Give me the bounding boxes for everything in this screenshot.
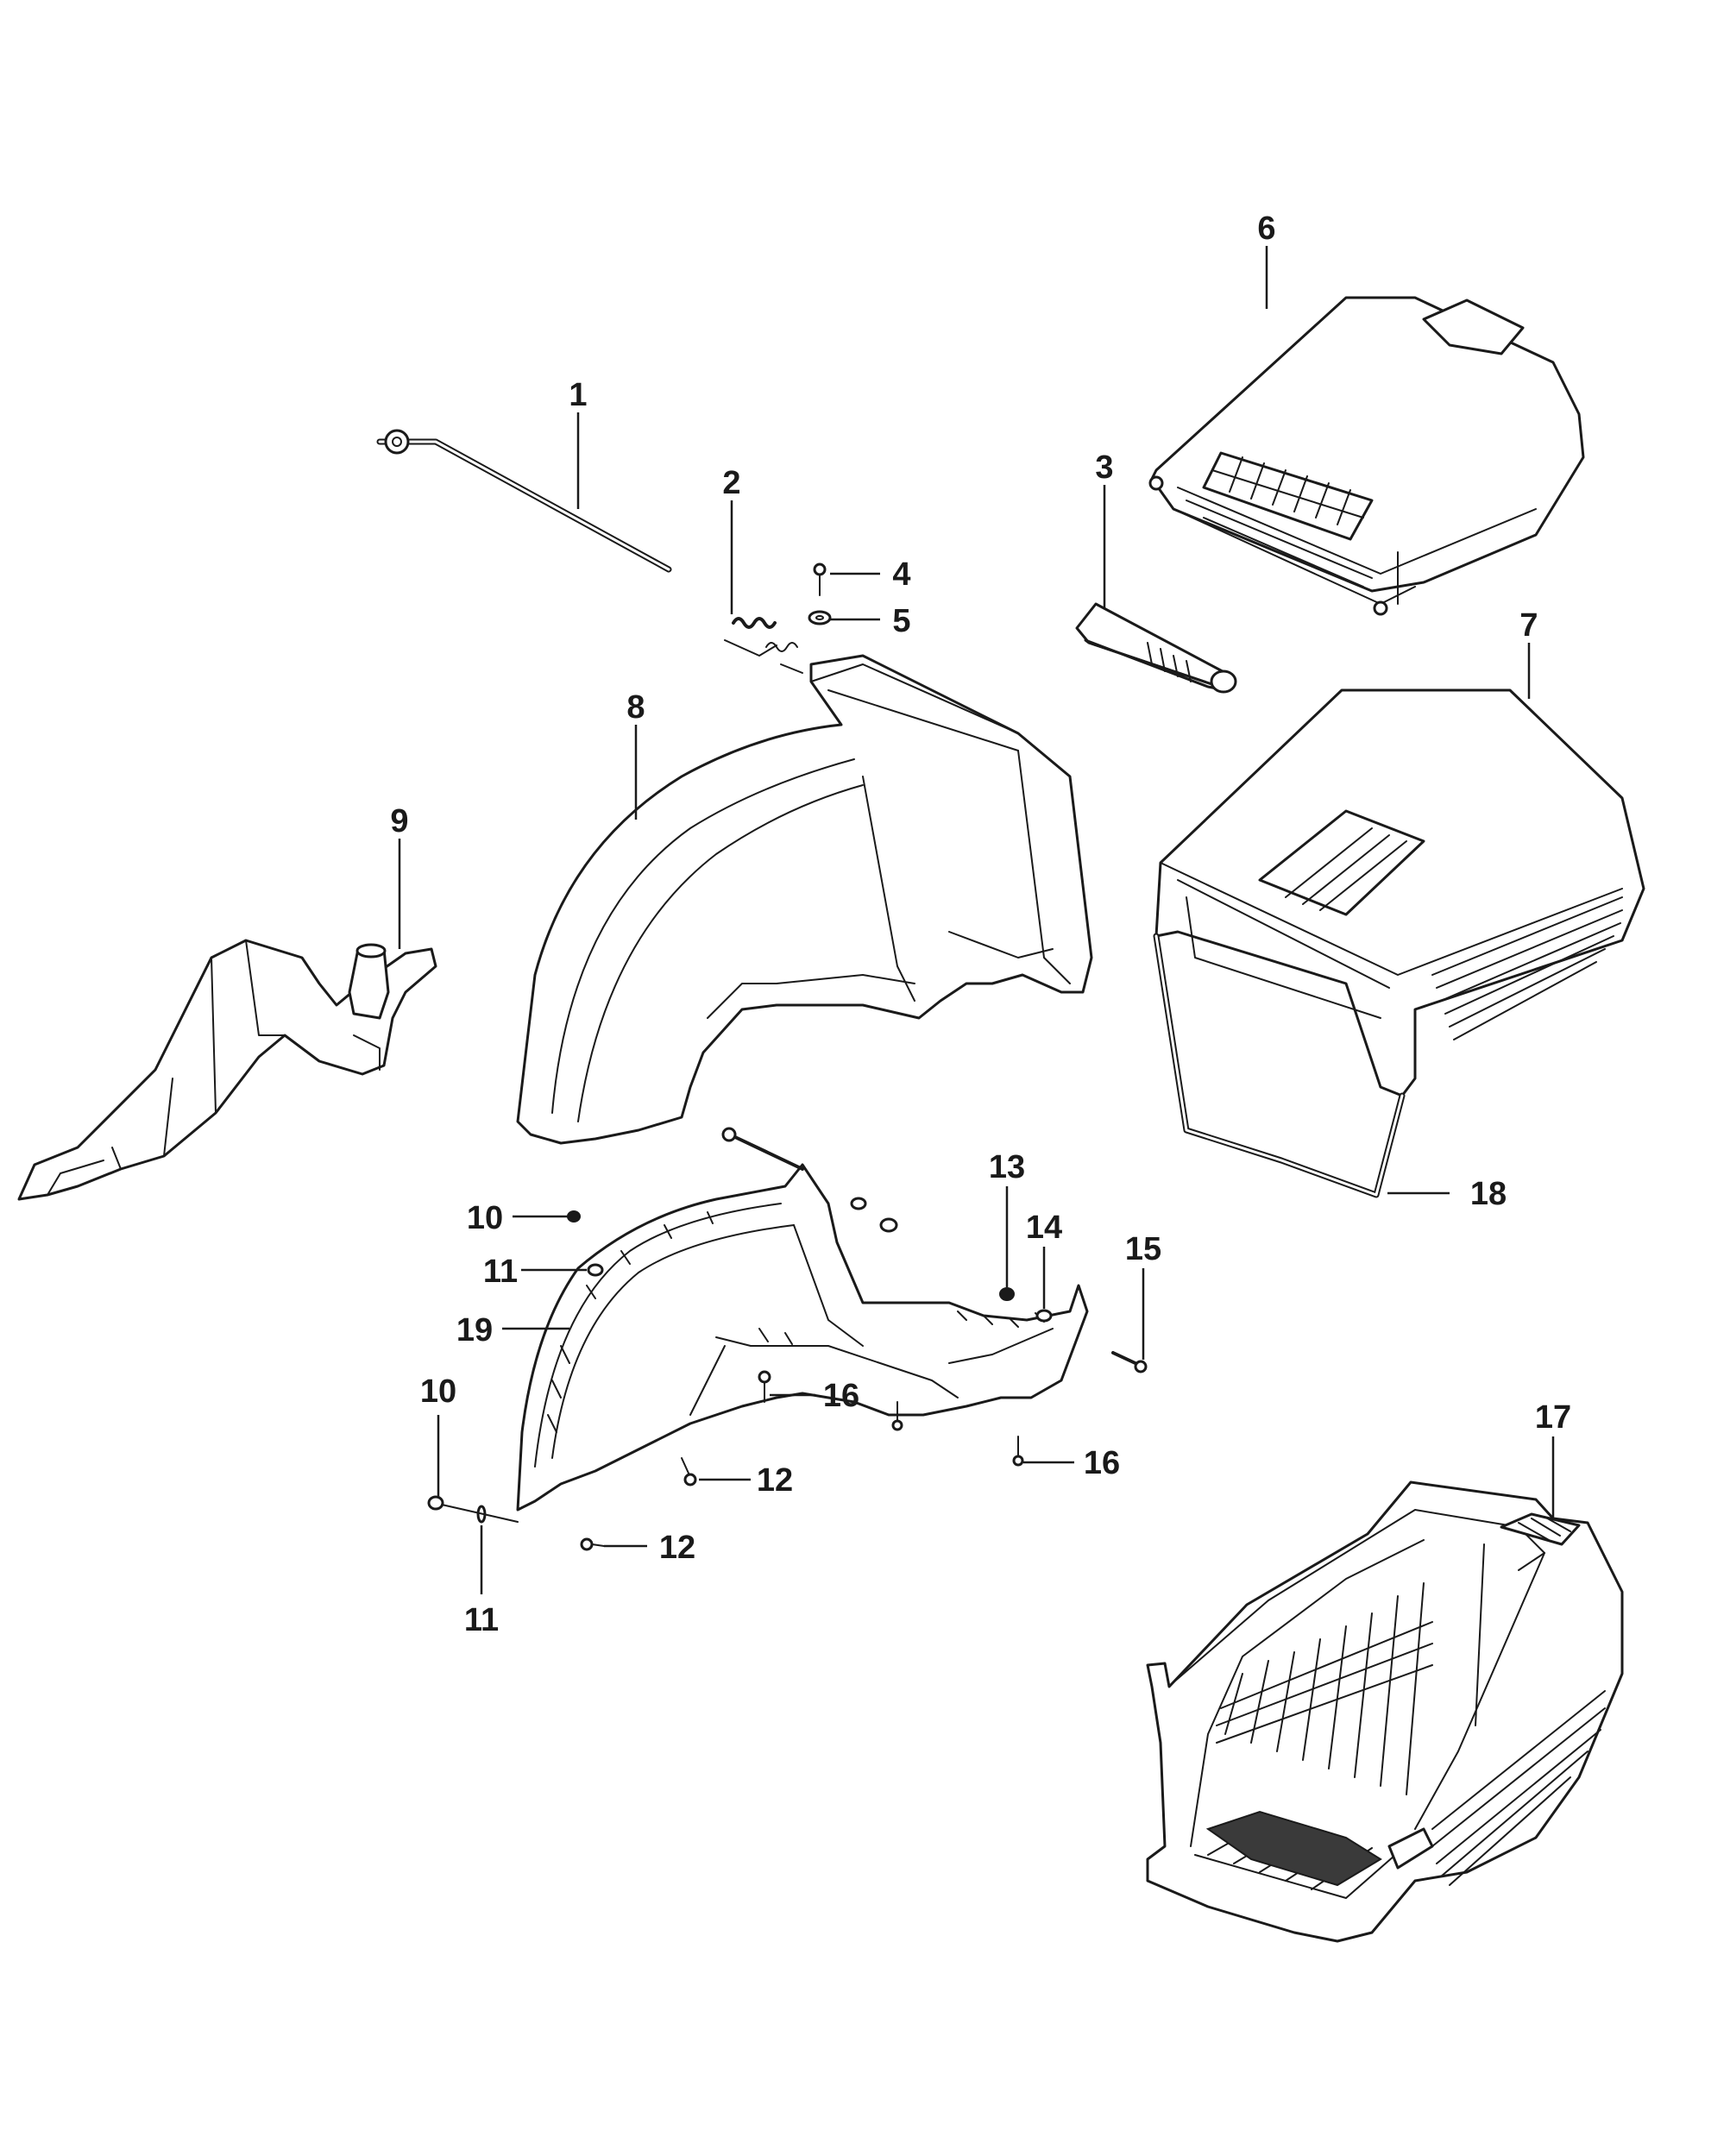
callout-3: 3 bbox=[1095, 449, 1113, 486]
part-8-discharge-chute bbox=[516, 654, 1093, 1145]
part-14-washer bbox=[1035, 1309, 1053, 1323]
callout-18: 18 bbox=[1470, 1176, 1507, 1212]
part-13-nut bbox=[999, 1287, 1015, 1301]
part-4-screw bbox=[813, 563, 827, 596]
callout-13: 13 bbox=[989, 1149, 1025, 1185]
part-2-springs bbox=[724, 617, 803, 674]
part-16-screw-b bbox=[891, 1401, 903, 1431]
part-15-bolt bbox=[1111, 1351, 1148, 1373]
callout-9: 9 bbox=[390, 803, 408, 839]
callout-7: 7 bbox=[1519, 607, 1538, 644]
callout-14: 14 bbox=[1026, 1210, 1062, 1246]
callout-1: 1 bbox=[569, 377, 587, 413]
part-7-bag-frame bbox=[1154, 688, 1645, 1097]
part-10-nut-upper bbox=[567, 1210, 581, 1223]
callout-labels: 1 2 3 4 5 6 7 8 9 10 11 19 10 11 12 12 1… bbox=[390, 211, 1571, 1638]
callout-5: 5 bbox=[892, 603, 910, 639]
callout-15: 15 bbox=[1125, 1231, 1161, 1267]
callout-12b: 12 bbox=[659, 1530, 695, 1566]
part-9-deflector bbox=[17, 939, 437, 1201]
callout-11b: 11 bbox=[464, 1602, 499, 1638]
callout-17: 17 bbox=[1535, 1399, 1571, 1436]
callout-16b: 16 bbox=[1084, 1445, 1120, 1481]
callout-12a: 12 bbox=[757, 1462, 793, 1499]
part-10-nut-lower bbox=[427, 1495, 444, 1511]
callout-11a: 11 bbox=[483, 1254, 518, 1290]
part-16-screw-c bbox=[1012, 1436, 1024, 1467]
part-1-rod bbox=[376, 429, 672, 573]
callout-19: 19 bbox=[456, 1312, 493, 1348]
callout-10b: 10 bbox=[420, 1373, 456, 1410]
part-16-screw-a bbox=[758, 1370, 771, 1403]
part-18-wire-loop bbox=[1153, 933, 1406, 1198]
part-11-washer-upper bbox=[587, 1263, 604, 1277]
part-17-basket bbox=[1146, 1480, 1624, 1943]
part-12-screw-a bbox=[681, 1457, 697, 1487]
callout-8: 8 bbox=[626, 689, 645, 726]
callout-6: 6 bbox=[1257, 211, 1275, 247]
callout-16a: 16 bbox=[823, 1378, 859, 1414]
part-12-screw-b bbox=[580, 1537, 605, 1551]
part-19-lower-housing bbox=[516, 1163, 1089, 1512]
callout-10a: 10 bbox=[467, 1200, 503, 1236]
part-nut-upper bbox=[850, 1197, 898, 1233]
part-bolt-upper bbox=[721, 1127, 804, 1171]
part-6-top-cover bbox=[1148, 296, 1585, 616]
callout-2: 2 bbox=[722, 465, 740, 501]
part-5-washer bbox=[808, 610, 832, 625]
leader-lines bbox=[398, 246, 1555, 1594]
part-3-handle bbox=[1075, 602, 1237, 694]
callout-4: 4 bbox=[892, 556, 910, 593]
